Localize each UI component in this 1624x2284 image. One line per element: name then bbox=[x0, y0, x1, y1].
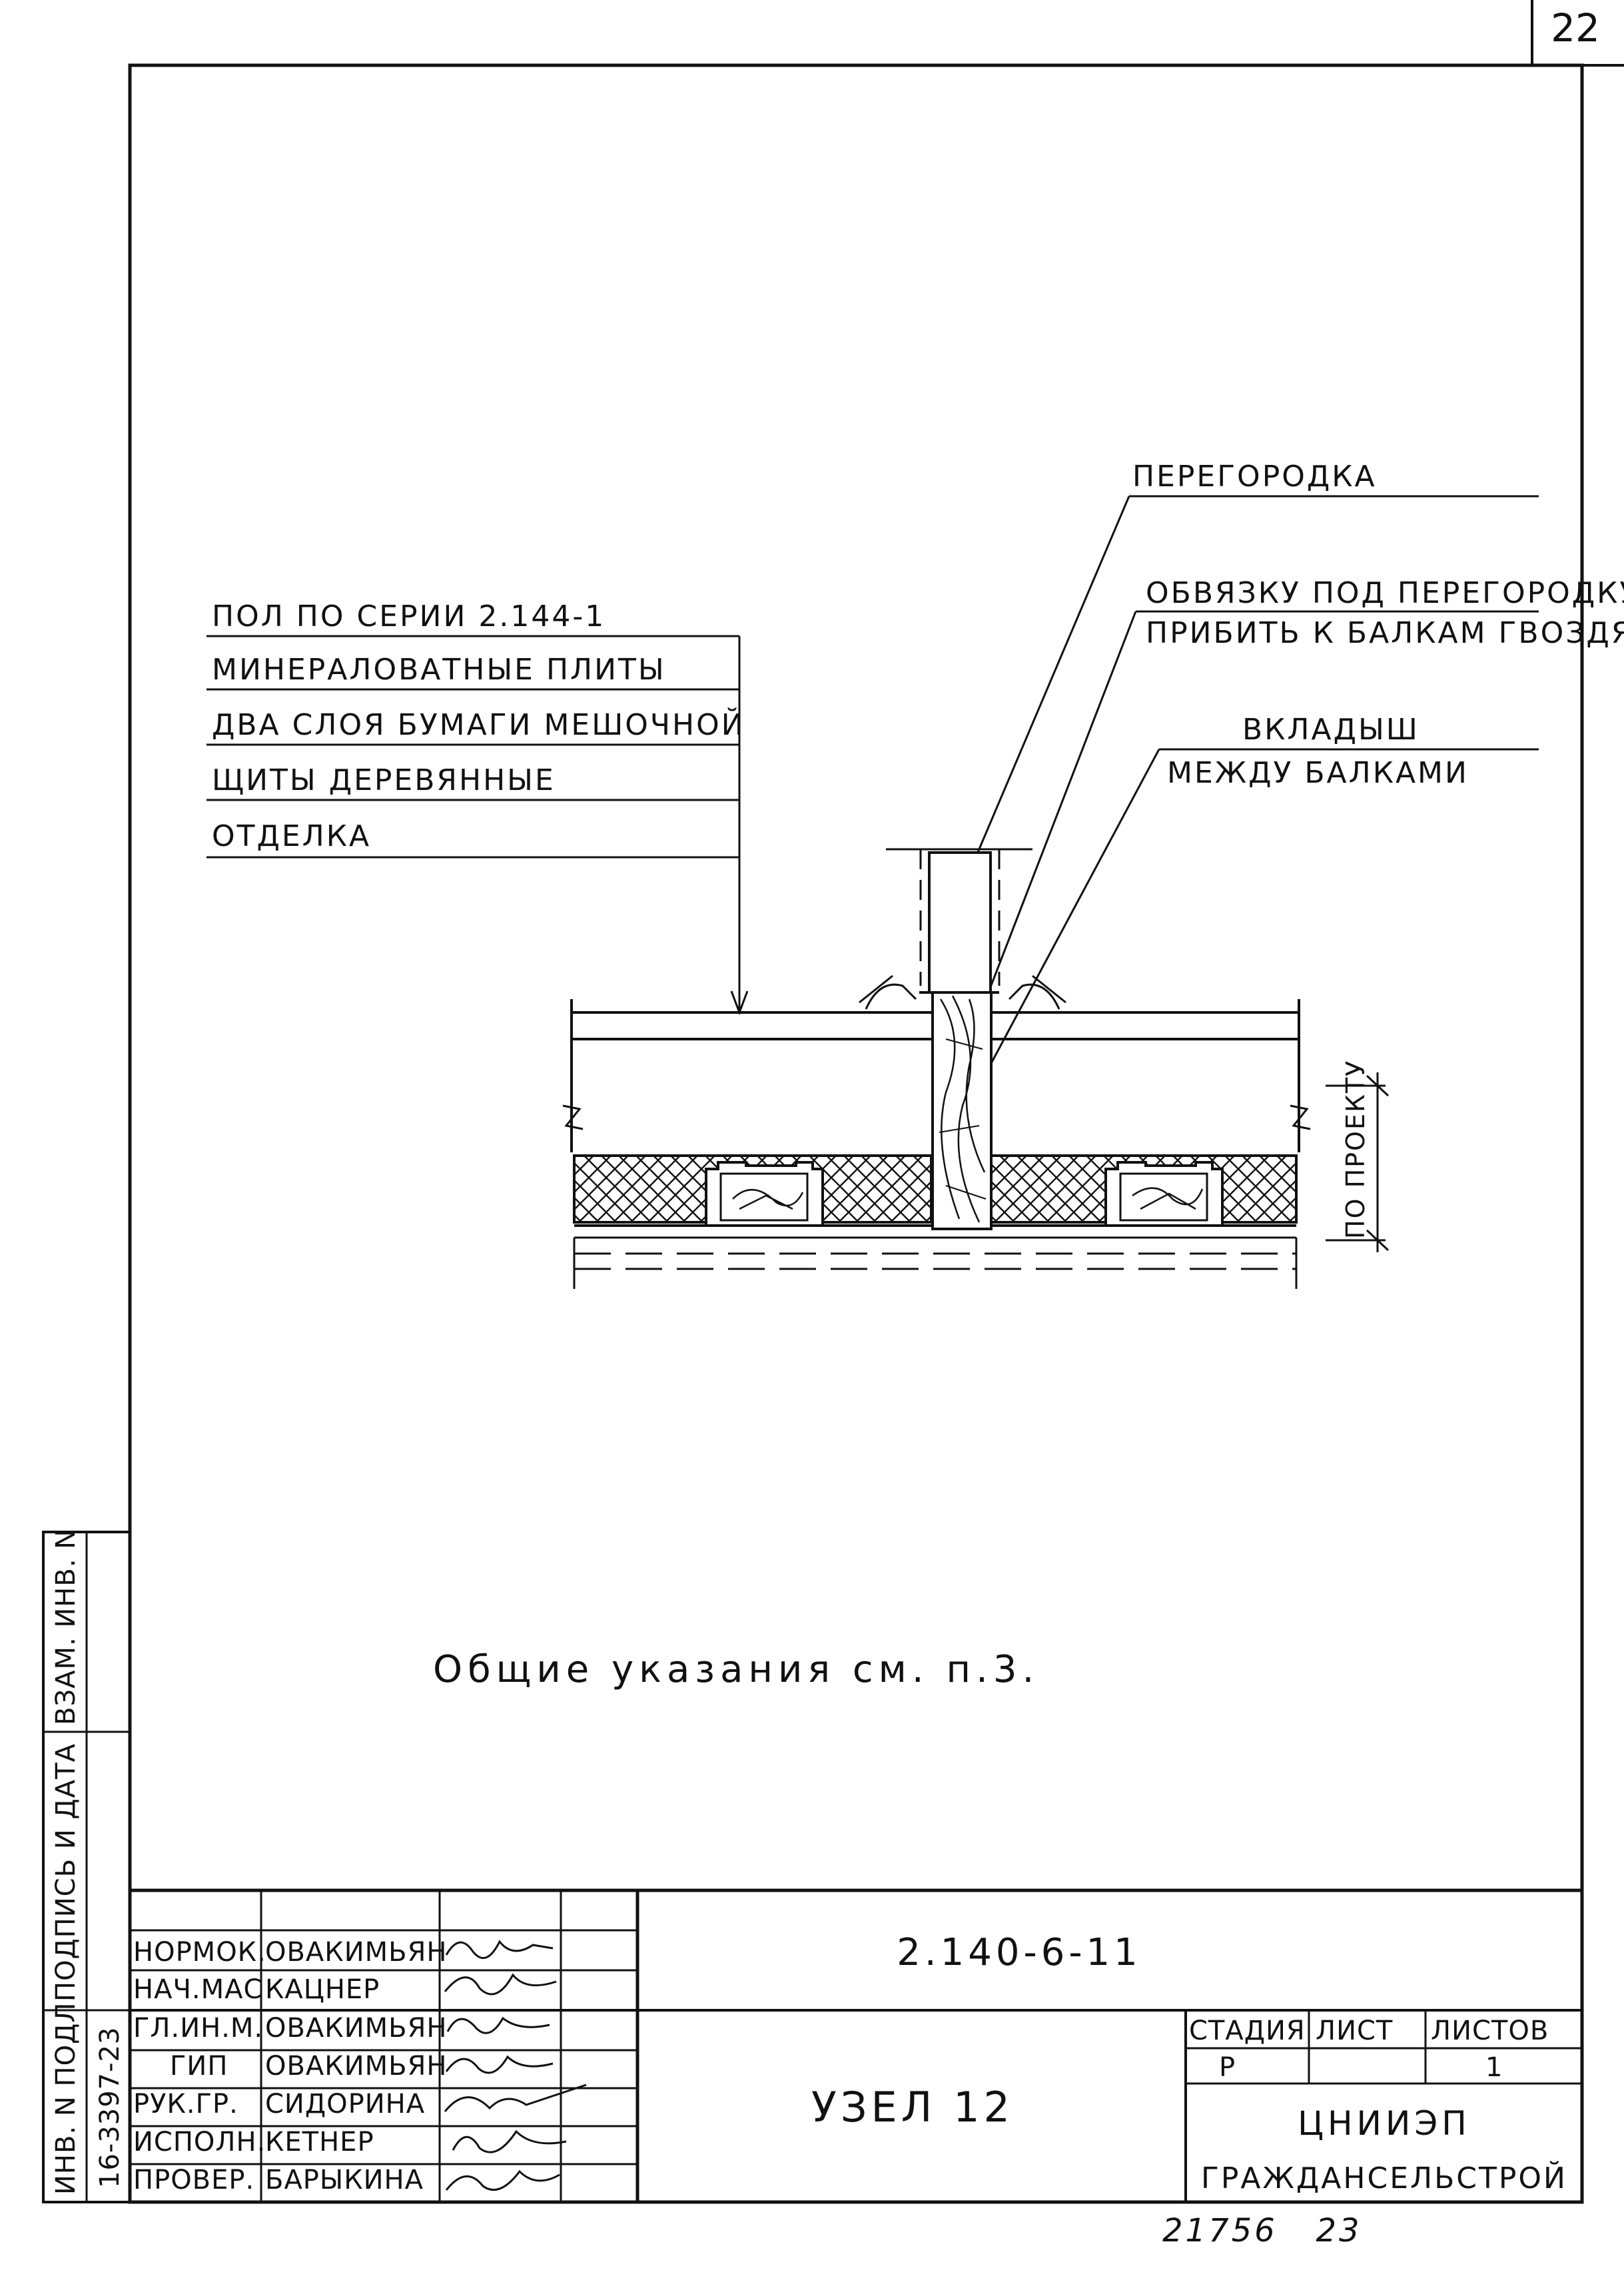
callout-partition: ПЕРЕГОРОДКА bbox=[1132, 460, 1377, 494]
partition bbox=[859, 848, 1066, 1010]
name-group-head: СИДОРИНА bbox=[265, 2089, 425, 2119]
callout-finish: ОТДЕЛКА bbox=[212, 819, 371, 853]
sheets-value: 1 bbox=[1485, 2052, 1503, 2083]
callout-paper-layers: ДВА СЛОЯ БУМАГИ МЕШОЧНОЙ bbox=[212, 707, 745, 742]
callout-strapping-1: ОБВЯЗКУ ПОД ПЕРЕГОРОДКУ bbox=[1146, 576, 1624, 610]
inv-orig-label: ИНВ. N ПОДЛ. bbox=[51, 1993, 81, 2195]
col-sheets: ЛИСТОВ bbox=[1431, 2016, 1549, 2046]
wood-panel-right bbox=[1104, 1161, 1224, 1227]
inv-orig-value: 16-3397-23 bbox=[95, 2027, 125, 2188]
title-block: НОРМОК. НАЧ.МАС ГЛ.ИН.М. ГИП РУК.ГР. ИСП… bbox=[130, 1888, 1582, 2202]
name-dept-head: КАЦНЕР bbox=[265, 1974, 380, 2005]
general-note: Общие указания см. п.3. bbox=[433, 1648, 1039, 1691]
name-chief-eng: ОВАКИМЬЯН bbox=[265, 2013, 447, 2044]
callout-insert-2: МЕЖДУ БАЛКАМИ bbox=[1167, 756, 1469, 790]
page-number: 22 bbox=[1551, 5, 1600, 51]
drawing-title: УЗЕЛ 12 bbox=[811, 2083, 1014, 2131]
callout-mineral-wool: МИНЕРАЛОВАТНЫЕ ПЛИТЫ bbox=[212, 653, 666, 687]
role-gip: ГИП bbox=[170, 2051, 228, 2082]
name-normcontrol: ОВАКИМЬЯН bbox=[265, 1937, 447, 1968]
role-group-head: РУК.ГР. bbox=[133, 2089, 238, 2119]
org-line1: ЦНИИЭП bbox=[1298, 2104, 1471, 2143]
right-callouts: ПЕРЕГОРОДКА ОБВЯЗКУ ПОД ПЕРЕГОРОДКУ ПРИБ… bbox=[968, 460, 1624, 1086]
role-chief-eng: ГЛ.ИН.М. bbox=[133, 2013, 263, 2044]
signatures bbox=[444, 1940, 587, 2191]
role-checker: ПРОВЕР. bbox=[133, 2165, 254, 2195]
dimension-by-project: ПО ПРОЕКТУ bbox=[1326, 1060, 1390, 1252]
drawing-frame bbox=[128, 63, 1584, 2204]
signature-date-label: ПОДПИСЬ И ДАТА bbox=[51, 1743, 81, 2002]
callout-insert-1: ВКЛАДЫШ bbox=[1242, 713, 1420, 747]
left-callouts: ПОЛ ПО СЕРИИ 2.144-1 МИНЕРАЛОВАТНЫЕ ПЛИТ… bbox=[206, 599, 749, 1016]
replaced-inv-label: ВЗАМ. ИНВ. N bbox=[51, 1529, 81, 1725]
dimension-label: ПО ПРОЕКТУ bbox=[1341, 1060, 1370, 1239]
callout-wood-panels: ЩИТЫ ДЕРЕВЯННЫЕ bbox=[212, 763, 556, 797]
wood-panel-left bbox=[705, 1161, 824, 1227]
stage-value: Р bbox=[1219, 2052, 1236, 2083]
role-normcontrol: НОРМОК. bbox=[133, 1937, 266, 1968]
callout-strapping-2: ПРИБИТЬ К БАЛКАМ ГВОЗДЯМИ bbox=[1146, 616, 1624, 650]
col-stage: СТАДИЯ bbox=[1189, 2016, 1306, 2046]
role-dept-head: НАЧ.МАС bbox=[133, 1974, 262, 2005]
page-number-box: 22 bbox=[1531, 0, 1624, 67]
callout-floor-series: ПОЛ ПО СЕРИИ 2.144-1 bbox=[212, 599, 606, 633]
floor-section: ПО ПРОЕКТУ bbox=[562, 848, 1390, 1289]
col-sheet: ЛИСТ bbox=[1316, 2016, 1393, 2046]
role-executor: ИСПОЛН. bbox=[133, 2127, 266, 2157]
beam-insert bbox=[931, 991, 993, 1230]
bottom-note: 21756 23 bbox=[1162, 2212, 1362, 2249]
name-gip: ОВАКИМЬЯН bbox=[265, 2051, 447, 2082]
org-line2: ГРАЖДАНСЕЛЬСТРОЙ bbox=[1201, 2160, 1567, 2195]
side-stamp: ВЗАМ. ИНВ. N ПОДПИСЬ И ДАТА ИНВ. N ПОДЛ.… bbox=[42, 1529, 131, 2203]
document-code: 2.140-6-11 bbox=[897, 1931, 1142, 1974]
name-executor: КЕТНЕР bbox=[265, 2127, 374, 2157]
name-checker: БАРЫКИНА bbox=[265, 2165, 424, 2195]
